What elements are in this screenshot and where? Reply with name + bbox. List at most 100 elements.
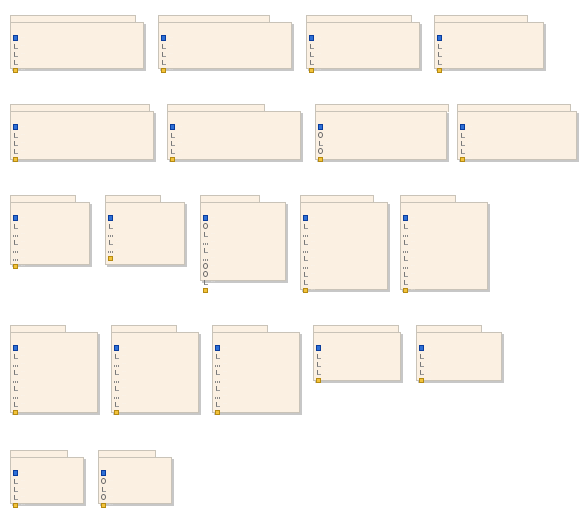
member-label: ··· xyxy=(445,51,449,56)
file-icon xyxy=(319,140,323,146)
class-member-row: ··· xyxy=(303,238,315,246)
class-member-row: ··· xyxy=(303,262,315,270)
member-label: ··· xyxy=(109,494,113,499)
member-label: ··· xyxy=(427,353,431,358)
class-member-row: ··· xyxy=(13,384,25,392)
class-box[interactable]: ························ xyxy=(10,195,90,269)
class-box[interactable]: ·················· xyxy=(10,15,144,73)
class-box[interactable]: ·················· xyxy=(434,15,544,73)
class-box[interactable]: ································· xyxy=(300,195,388,293)
main-icon xyxy=(316,345,321,351)
member-label: ··· xyxy=(311,279,315,284)
class-member-row: ··· xyxy=(13,222,25,230)
class-member-row: ··· xyxy=(419,360,431,368)
file-icon xyxy=(14,59,18,65)
class-body: ··············· xyxy=(10,111,154,162)
sel-icon xyxy=(101,478,106,484)
member-label: ··· xyxy=(223,409,227,414)
class-member-row: ··· xyxy=(101,477,113,485)
class-box[interactable]: ·················· xyxy=(158,15,292,73)
member-label: ··· xyxy=(21,409,25,414)
class-member-row: ··· xyxy=(460,123,472,131)
class-box[interactable]: ·················· xyxy=(457,104,577,162)
class-box[interactable]: ······························ xyxy=(212,325,300,416)
class-box[interactable]: ································· xyxy=(200,195,286,293)
member-label: ··· xyxy=(311,271,315,276)
member-label: ··· xyxy=(21,247,25,252)
class-box[interactable]: ·················· xyxy=(315,104,449,162)
class-member-row: ··· xyxy=(203,286,215,294)
class-member-row: ··· xyxy=(13,360,25,368)
member-label: ··· xyxy=(21,43,25,48)
class-member-row: ··· xyxy=(13,344,25,352)
class-member-row: ··· xyxy=(437,50,449,58)
sel-icon xyxy=(203,223,208,229)
class-member-row: ··· xyxy=(303,246,315,254)
dots-icon xyxy=(13,380,18,383)
class-member-row: ··· xyxy=(203,270,215,278)
class-box[interactable]: ·················· xyxy=(98,450,172,508)
class-member-row: ··· xyxy=(13,139,25,147)
member-label: ··· xyxy=(311,215,315,220)
file-icon xyxy=(115,401,119,407)
class-tab: ··· xyxy=(416,325,482,333)
member-label: ··· xyxy=(445,43,449,48)
folder-icon xyxy=(303,287,308,293)
file-icon xyxy=(14,385,18,391)
class-box[interactable]: ·················· xyxy=(306,15,420,73)
class-member-row: ··· xyxy=(215,408,227,416)
main-icon xyxy=(13,35,18,41)
class-member-row: ··· xyxy=(215,352,227,360)
class-box[interactable]: ·················· xyxy=(10,450,84,508)
folder-icon xyxy=(13,156,18,162)
member-label: ··· xyxy=(116,215,120,220)
file-icon xyxy=(216,385,220,391)
class-member-row: ··· xyxy=(437,34,449,42)
member-label: ··· xyxy=(427,361,431,366)
file-icon xyxy=(216,369,220,375)
member-label: ··· xyxy=(116,231,120,236)
member-label: ··· xyxy=(311,223,315,228)
main-icon xyxy=(101,470,106,476)
class-member-row: ··· xyxy=(13,254,25,262)
dots-icon xyxy=(108,250,113,253)
class-member-row: ··· xyxy=(13,501,25,509)
class-box[interactable]: ·················· xyxy=(313,325,401,383)
class-box[interactable]: ····················· xyxy=(105,195,185,265)
class-member-row: ··· xyxy=(203,230,215,238)
class-member-row: ··· xyxy=(403,222,415,230)
class-member-row: ··· xyxy=(161,66,173,74)
class-member-row: ··· xyxy=(108,254,120,262)
member-label: ··· xyxy=(411,239,415,244)
file-icon xyxy=(461,140,465,146)
file-icon xyxy=(204,231,208,237)
class-box[interactable]: ································· xyxy=(400,195,488,293)
class-box[interactable]: ······························ xyxy=(10,325,98,415)
class-member-row: ··· xyxy=(170,123,182,131)
class-member-row: ··· xyxy=(108,214,120,222)
file-icon xyxy=(404,239,408,245)
class-tab: ··· xyxy=(315,104,449,112)
file-icon xyxy=(115,385,119,391)
file-icon xyxy=(109,239,113,245)
class-box[interactable]: ·················· xyxy=(10,104,154,162)
member-label: ··· xyxy=(21,59,25,64)
class-member-row: ··· xyxy=(403,254,415,262)
member-label: ··· xyxy=(178,148,182,153)
member-label: ··· xyxy=(178,124,182,129)
class-tab: ··· xyxy=(111,325,177,333)
class-member-row: ··· xyxy=(215,392,227,400)
dots-icon xyxy=(203,258,208,261)
file-icon xyxy=(317,369,321,375)
member-label: ··· xyxy=(427,345,431,350)
class-box[interactable]: ·················· xyxy=(416,325,502,383)
class-member-row: ··· xyxy=(303,270,315,278)
class-box[interactable]: ·················· xyxy=(167,104,301,162)
class-tab: ··· xyxy=(300,195,374,203)
member-label: ··· xyxy=(122,361,126,366)
class-member-row: ··· xyxy=(215,368,227,376)
class-box[interactable]: ······························ xyxy=(111,325,199,415)
class-body: ··············· xyxy=(313,332,401,383)
file-icon xyxy=(162,59,166,65)
member-label: ··· xyxy=(21,470,25,475)
